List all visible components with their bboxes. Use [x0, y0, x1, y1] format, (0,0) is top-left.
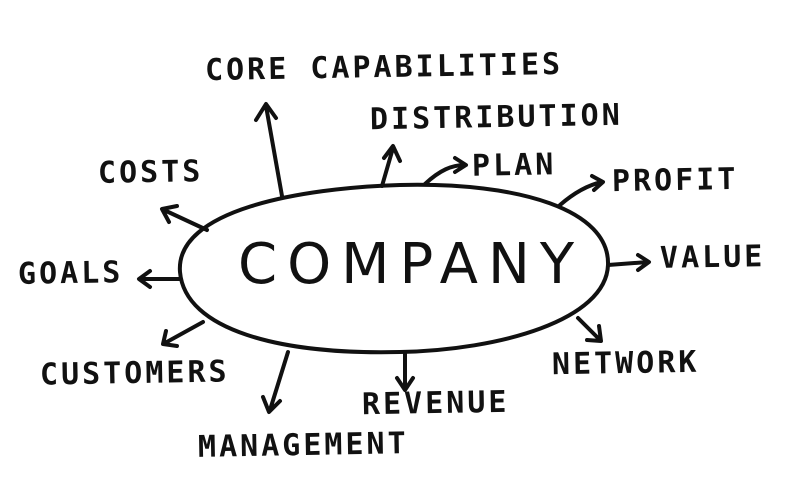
label-goals: GOALS	[17, 255, 124, 292]
label-customers: CUSTOMERS	[39, 354, 230, 393]
label-distribution: DISTRIBUTION	[369, 97, 624, 138]
label-costs: COSTS	[97, 154, 204, 191]
label-plan: PLAN	[471, 147, 557, 184]
label-network: NETWORK	[551, 344, 700, 383]
label-revenue: REVENUE	[361, 384, 510, 423]
label-profit: PROFIT	[611, 161, 739, 200]
label-value: VALUE	[659, 239, 766, 276]
label-management: MANAGEMENT	[197, 426, 409, 465]
arrows	[137, 102, 651, 414]
label-core-capabilities: CORE CAPABILITIES	[204, 46, 564, 89]
center-label: COMPANY	[238, 232, 585, 297]
